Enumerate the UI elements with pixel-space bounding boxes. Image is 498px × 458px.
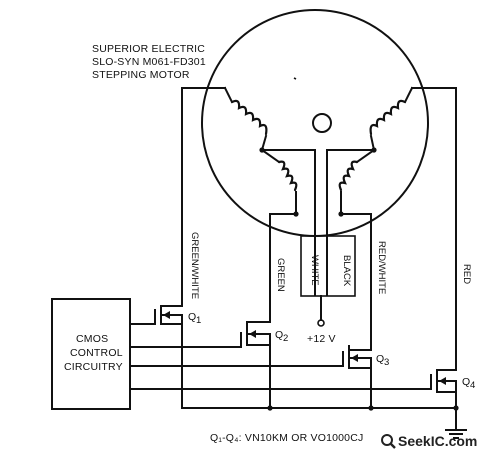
q3-label: Q	[376, 353, 384, 365]
magnifier-icon	[381, 434, 396, 449]
q4-subscript: 4	[470, 380, 475, 391]
label-white: WHITE	[309, 255, 320, 286]
wire-labels: GREEN/WHITE GREEN WHITE BLACK RED/WHITE …	[189, 232, 472, 299]
motor-shaft	[312, 113, 332, 133]
transistor-footnote: Q₁-Q₄: VN10KM OR VO1000CJ	[210, 432, 363, 444]
supply-label: +12 V	[307, 333, 336, 345]
right-winding	[338, 86, 414, 217]
q4-label: Q	[462, 376, 470, 388]
transistor-q1: Q 1	[154, 305, 201, 409]
label-red-white: RED/WHITE	[376, 241, 387, 294]
label-black: BLACK	[341, 255, 352, 287]
motor-label: SUPERIOR ELECTRIC SLO-SYN M061-FD301 STE…	[92, 43, 206, 81]
watermark: SeekIC.com	[381, 433, 477, 449]
transistor-q4: Q 4	[430, 369, 475, 431]
motor-label-line2: SLO-SYN M061-FD301	[92, 56, 206, 68]
supply-terminal	[317, 319, 325, 327]
motor-leads	[181, 87, 457, 371]
controller-line3: CIRCUITRY	[64, 361, 123, 373]
label-green-white: GREEN/WHITE	[189, 232, 200, 299]
watermark-text: SeekIC.com	[398, 433, 477, 449]
controller-line1: CMOS	[76, 333, 108, 345]
left-winding	[223, 86, 299, 217]
motor-speck	[293, 77, 297, 80]
q1-subscript: 1	[196, 315, 201, 326]
motor-label-line3: STEPPING MOTOR	[92, 69, 190, 81]
transistor-q3: Q 3	[342, 345, 389, 409]
controller-line2: CONTROL	[70, 347, 123, 359]
ground-bus	[181, 405, 467, 439]
label-red: RED	[461, 264, 472, 284]
q1-label: Q	[188, 311, 196, 323]
center-common-wires	[261, 149, 375, 327]
gate-lines	[129, 323, 432, 390]
label-green: GREEN	[275, 258, 286, 292]
q3-subscript: 3	[384, 357, 389, 368]
q2-label: Q	[275, 329, 283, 341]
transistor-q2: Q 2	[240, 321, 288, 409]
cmos-controller: CMOS CONTROL CIRCUITRY	[51, 298, 131, 410]
motor-label-line1: SUPERIOR ELECTRIC	[92, 43, 205, 55]
q2-subscript: 2	[283, 333, 288, 344]
